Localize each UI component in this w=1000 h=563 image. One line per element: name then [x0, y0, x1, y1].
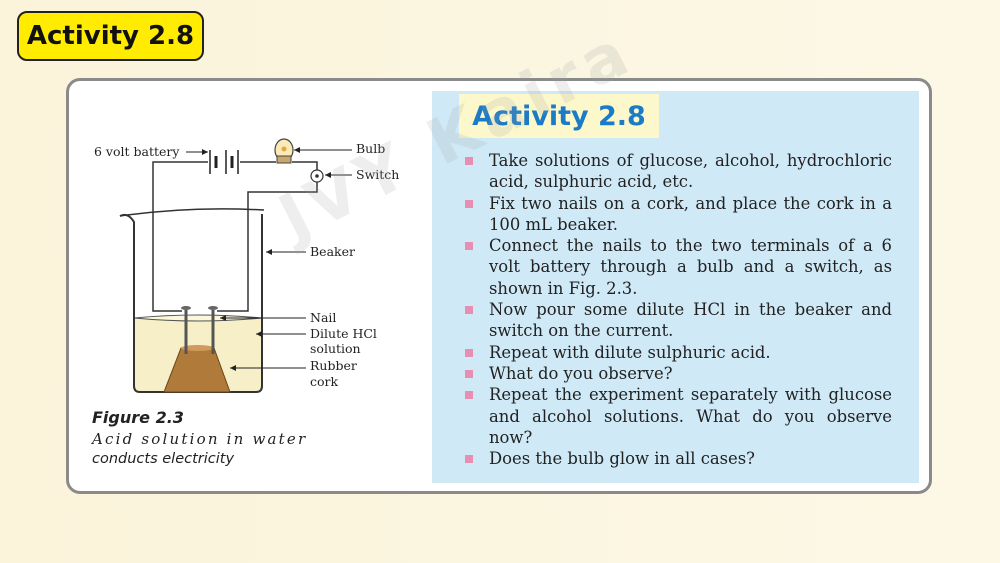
circuit-diagram: 6 volt battery Bulb Switch Beaker Nail D…	[94, 138, 399, 393]
bullet-icon	[465, 348, 473, 357]
label-solution: Dilute HCl	[310, 326, 377, 341]
figure-caption-title: Figure 2.3	[92, 408, 184, 427]
list-item: Repeat with dilute sulphuric acid.	[462, 342, 892, 363]
panel-title: Activity 2.8	[459, 94, 659, 138]
nail-head-left	[181, 306, 191, 310]
list-item: Repeat the experiment separately with gl…	[462, 384, 892, 448]
battery-icon	[209, 150, 239, 174]
bullet-icon	[465, 306, 473, 315]
figure-caption-line-1: Acid solution in water	[92, 430, 308, 448]
wire-left	[152, 161, 208, 312]
label-cork: Rubber	[310, 358, 357, 373]
arrowheads	[202, 147, 331, 371]
label-switch: Switch	[356, 167, 399, 182]
list-item: What do you observe?	[462, 363, 892, 384]
bullet-icon	[465, 455, 473, 464]
list-item: Take solutions of glucose, alcohol, hydr…	[462, 150, 892, 193]
cork-top	[181, 345, 214, 351]
bullet-icon	[465, 157, 473, 165]
figure-caption-line-2: conducts electricity	[92, 451, 235, 467]
bullet-icon	[465, 242, 473, 251]
activity-steps: Take solutions of glucose, alcohol, hydr…	[462, 150, 892, 469]
label-solution-2: solution	[310, 341, 361, 356]
list-item: Now pour some dilute HCl in the beaker a…	[462, 299, 892, 342]
label-cork-2: cork	[310, 374, 339, 389]
list-item: Fix two nails on a cork, and place the c…	[462, 193, 892, 236]
beaker	[119, 213, 263, 393]
label-beaker: Beaker	[310, 244, 355, 259]
bulb-icon	[274, 138, 294, 164]
bullet-icon	[465, 199, 473, 208]
nail-head-right	[208, 306, 218, 310]
list-item: Connect the nails to the two terminals o…	[462, 235, 892, 299]
bullet-icon	[465, 369, 473, 378]
activity-badge: Activity 2.8	[17, 11, 204, 61]
bullet-icon	[465, 391, 473, 400]
wire-bulb-switch	[292, 161, 318, 170]
beaker-rim	[119, 208, 265, 217]
label-nail: Nail	[310, 310, 336, 325]
wire-right	[217, 182, 318, 312]
label-battery: 6 volt battery	[94, 144, 180, 159]
switch-icon	[310, 169, 324, 183]
label-bulb: Bulb	[356, 141, 385, 156]
list-item: Does the bulb glow in all cases?	[462, 448, 892, 469]
activity-panel	[432, 91, 919, 483]
